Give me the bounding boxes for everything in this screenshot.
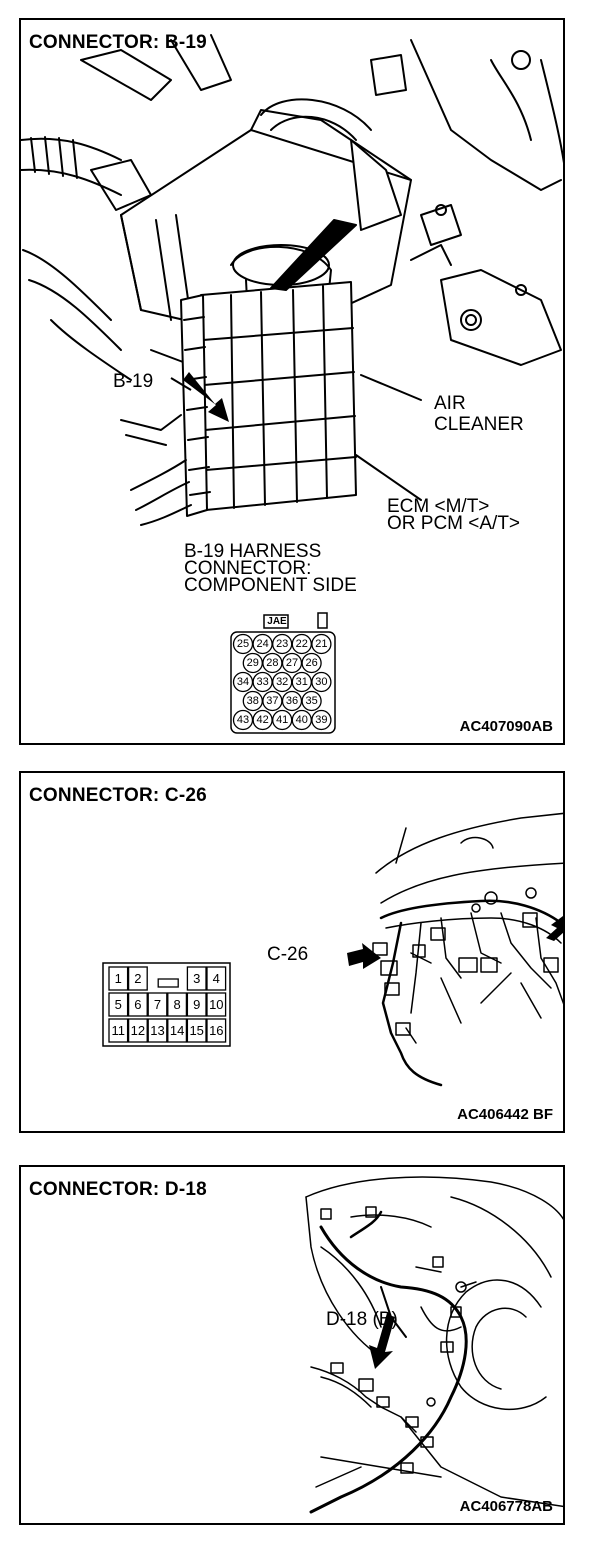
panel-title: CONNECTOR: C-26: [29, 785, 207, 806]
b19-pin: [311, 633, 332, 655]
c26-pin: [108, 966, 129, 991]
b19-pin: [311, 671, 332, 693]
c26-pin: [147, 992, 168, 1017]
c26-pin: [127, 966, 148, 991]
b19-pin-grid: 25 24 23 22 21 29 28 27 26 34 33 32 31 30 38 37 36 35 43 42…: [232, 633, 332, 731]
c26-pin: [147, 1018, 168, 1043]
c26-pin-number: 15: [189, 1023, 203, 1038]
b19-pin: [301, 652, 322, 674]
b19-pin: [301, 690, 322, 712]
b19-pin-number: 40: [296, 714, 308, 726]
c26-pin-number: 9: [193, 997, 200, 1012]
b19-pin-number: 25: [237, 638, 249, 650]
figure-code: AC406442 BF: [457, 1106, 553, 1123]
b19-pin-number: 29: [247, 657, 259, 669]
c26-pin: [186, 992, 207, 1017]
c26-pin-number: 4: [213, 971, 220, 986]
c26-pin-number: 14: [170, 1023, 184, 1038]
c26-pin: [206, 966, 227, 991]
c26-pin-number: 13: [150, 1023, 164, 1038]
b19-pin-number: 27: [286, 657, 298, 669]
c26-pin-number: 16: [209, 1023, 223, 1038]
b19-pin-number: 42: [256, 714, 268, 726]
panel-title: CONNECTOR: D-18: [29, 1179, 207, 1200]
c26-pin-number: 10: [209, 997, 223, 1012]
b19-pin-number: 37: [266, 695, 278, 707]
b19-pin-number: 24: [256, 638, 268, 650]
c26-pin: [186, 966, 207, 991]
b19-pin-number: 39: [315, 714, 327, 726]
b19-pin-number: 35: [305, 695, 317, 707]
b19-pin-number: 22: [296, 638, 308, 650]
c26-pin-number: 6: [134, 997, 141, 1012]
c26-pin-number: 5: [115, 997, 122, 1012]
b19-pin-number: 41: [276, 714, 288, 726]
c26-callout-label: C-26: [267, 944, 309, 965]
c26-pin-number: 2: [134, 971, 141, 986]
c26-pin: [108, 992, 129, 1017]
b19-pin-number: 36: [286, 695, 298, 707]
c26-pin-number: 1: [115, 971, 122, 986]
engine-bay-illustration: 25 24 23 22 21 29 28 27 26 34 33 32 31 30 38 37 36 35 43 42…: [21, 34, 563, 734]
b19-pin: [311, 709, 332, 731]
c26-pin: [206, 992, 227, 1017]
b19-pin-number: 23: [276, 638, 288, 650]
b19-pin-number: 31: [296, 676, 308, 688]
c26-pin-number: 7: [154, 997, 161, 1012]
c26-pin: [206, 1018, 227, 1043]
jae-label: JAE: [267, 616, 287, 627]
c26-pin: [108, 1018, 129, 1043]
b19-pin-number: 28: [266, 657, 278, 669]
b19-pin-number: 34: [237, 676, 249, 688]
b19-callout-label: B-19: [113, 371, 154, 392]
b19-pin-number: 38: [247, 695, 259, 707]
air-cleaner-label: AIR CLEANER: [434, 393, 524, 435]
b19-pin-number: 32: [276, 676, 288, 688]
b19-pin-number: 21: [315, 638, 327, 650]
panel-title: CONNECTOR: B-19: [29, 32, 207, 53]
ecm-pcm-label: ECM <M/T> OR PCM <A/T>: [387, 496, 521, 534]
harness-connector-label: B-19 HARNESS CONNECTOR: COMPONENT SIDE: [184, 541, 357, 596]
figure-code: AC406778AB: [459, 1498, 553, 1515]
c26-pin-number: 3: [193, 971, 200, 986]
figure-code: AC407090AB: [459, 718, 553, 735]
c26-pin: [186, 1018, 207, 1043]
c26-pin-number: 12: [131, 1023, 145, 1038]
connector-d18-panel: 123 CONNECTOR: D-18 D-18 (B) AC406778AB: [19, 1165, 565, 1525]
c26-key: [157, 978, 179, 988]
c26-pin-number: 8: [173, 997, 180, 1012]
c26-pin: [167, 992, 188, 1017]
b19-pin-number: 43: [237, 714, 249, 726]
d18-callout-label: D-18 (B): [326, 1309, 398, 1330]
b19-pin-number: 26: [305, 657, 317, 669]
c26-pin: [127, 1018, 148, 1043]
b19-pin-number: 33: [256, 676, 268, 688]
rear-body-harness-illustration: 123: [305, 1176, 563, 1514]
c26-pin-number: 11: [112, 1023, 126, 1038]
b19-pin-number: 30: [315, 676, 327, 688]
connector-b19-panel: 25 24 23 22 21 29 28 27 26 34 33 32 31 30 38 37 36 35 43 42…: [19, 18, 565, 745]
c26-pin: [167, 1018, 188, 1043]
c26-pin: [127, 992, 148, 1017]
